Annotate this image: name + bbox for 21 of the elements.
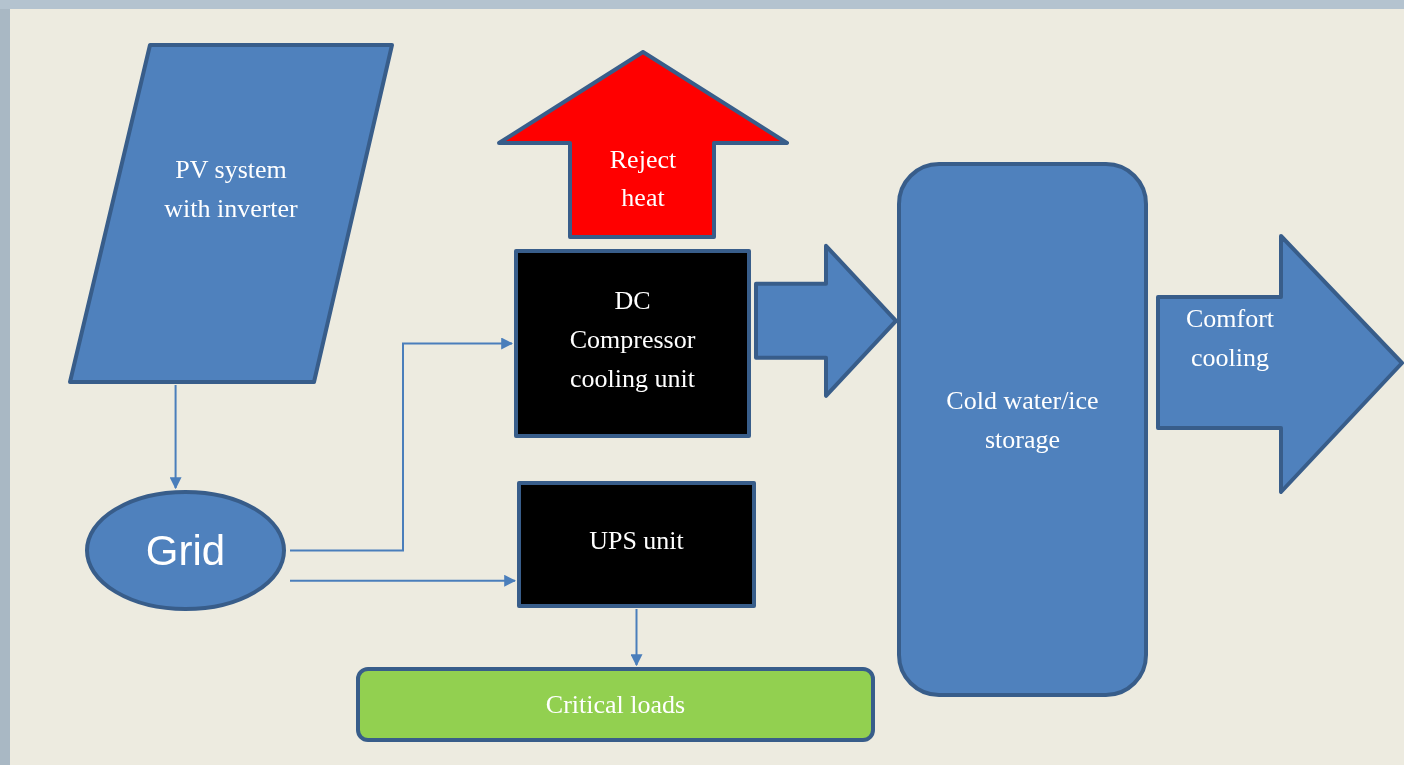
parallelogram-node [68, 43, 394, 384]
node-label: Cold water/ice storage [945, 384, 1100, 456]
node-label: Comfort cooling [1184, 303, 1276, 374]
block-arrow-node [1156, 234, 1404, 494]
process-box [514, 249, 751, 438]
arrow [289, 574, 517, 587]
node-label: PV system with inverter [163, 153, 299, 225]
process-box [356, 667, 875, 742]
node-label: Reject heat [608, 143, 678, 214]
node-label: UPS unit [589, 525, 684, 557]
arrow [289, 337, 514, 552]
storage-box [897, 162, 1148, 697]
arrow [630, 608, 643, 667]
process-box [517, 481, 756, 608]
node-label: Grid [145, 526, 226, 576]
block-arrow [754, 243, 898, 398]
node-label: DC Compressor cooling unit [568, 285, 697, 395]
arrow [169, 384, 182, 490]
ellipse-node [85, 490, 286, 611]
block-arrow-node [497, 50, 789, 239]
node-label: Critical loads [545, 689, 686, 721]
